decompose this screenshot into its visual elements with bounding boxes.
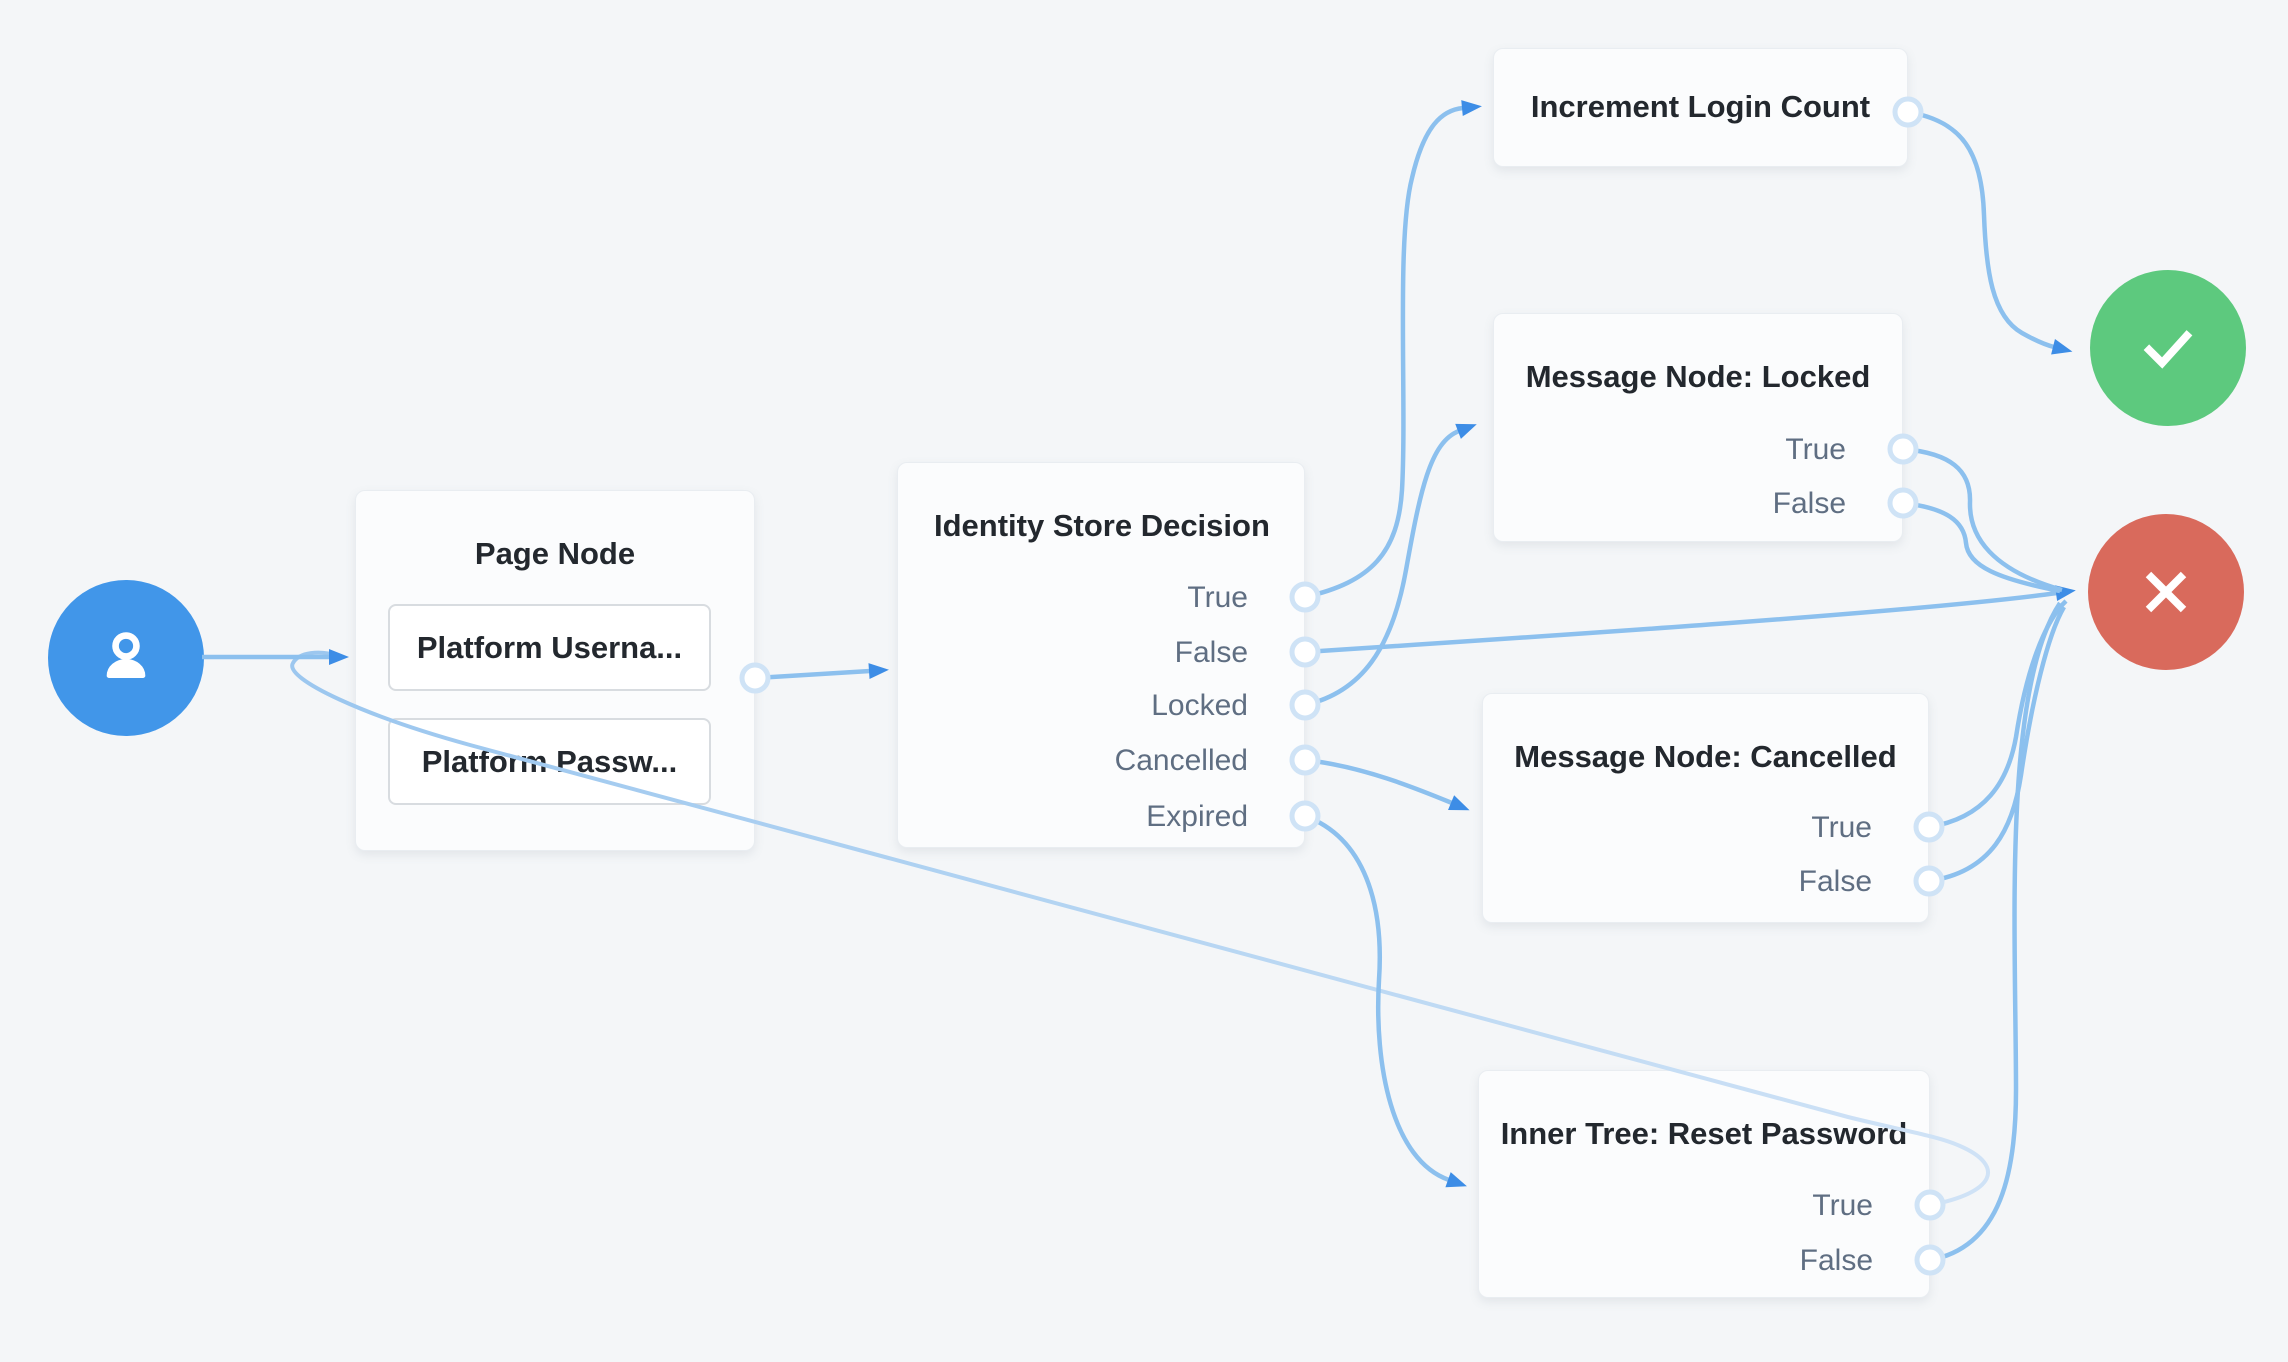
outcome-label-cancelled: Cancelled — [1114, 744, 1248, 777]
success-node[interactable] — [2090, 270, 2246, 426]
edge-locked-true-to-failure — [1902, 446, 2063, 593]
port-locked-false[interactable] — [1887, 487, 1919, 519]
edge-locked-false-to-failure — [1902, 500, 2061, 594]
outcome-label-locked: Locked — [1151, 689, 1248, 722]
port-isd-expired[interactable] — [1289, 800, 1321, 832]
node-title: Identity Store Decision — [934, 508, 1270, 543]
node-increment-login-count[interactable]: Increment Login Count — [1493, 48, 1908, 167]
node-page-child-username[interactable]: Platform Userna... — [388, 604, 711, 691]
child-node-label: Platform Userna... — [416, 629, 683, 665]
node-title: Increment Login Count — [1530, 89, 1871, 125]
node-title: Message Node: Locked — [1525, 359, 1871, 394]
port-locked-true[interactable] — [1887, 433, 1919, 465]
node-identity-store-decision[interactable]: Identity Store Decision True False Locke… — [897, 462, 1305, 848]
outcome-label-false: False — [1798, 865, 1872, 898]
outcome-label-true: True — [1811, 811, 1872, 844]
outcome-label-true: True — [1812, 1189, 1873, 1222]
outcome-label-true: True — [1187, 581, 1248, 614]
outcome-label-false: False — [1174, 636, 1248, 669]
outcome-label-false: False — [1772, 487, 1846, 520]
port-isd-locked[interactable] — [1289, 689, 1321, 721]
edge-cancelled-true-to-failure — [1928, 599, 2068, 830]
port-cancelled-false[interactable] — [1913, 865, 1945, 897]
x-icon — [2129, 555, 2203, 629]
port-innertree-true[interactable] — [1914, 1189, 1946, 1221]
user-icon — [88, 620, 164, 696]
outcome-label-expired: Expired — [1146, 800, 1248, 833]
edge-isd-locked-to-locked — [1304, 423, 1477, 708]
check-icon — [2129, 309, 2207, 387]
edge-isd-expired-to-innertree — [1304, 813, 1467, 1188]
outcome-label-true: True — [1785, 433, 1846, 466]
edge-isd-false-to-failure — [1304, 585, 2076, 655]
outcome-label-false: False — [1799, 1244, 1873, 1277]
edge-cancelled-false-to-failure — [1928, 605, 2066, 884]
port-isd-false[interactable] — [1289, 636, 1321, 668]
port-isd-true[interactable] — [1289, 581, 1321, 613]
node-title: Inner Tree: Reset Password — [1500, 1116, 1908, 1151]
port-increment-out[interactable] — [1892, 96, 1924, 128]
edge-innertree-false-to-failure — [1929, 601, 2062, 1263]
child-node-label: Platform Passw... — [421, 743, 678, 779]
failure-node[interactable] — [2088, 514, 2244, 670]
edge-increment-to-success — [1907, 109, 2073, 355]
edge-isd-true-to-increment — [1304, 100, 1482, 600]
port-cancelled-true[interactable] — [1913, 811, 1945, 843]
node-title: Message Node: Cancelled — [1514, 739, 1897, 774]
edge-page-to-isd — [754, 663, 889, 681]
port-innertree-false[interactable] — [1914, 1244, 1946, 1276]
node-message-cancelled[interactable]: Message Node: Cancelled True False — [1482, 693, 1929, 923]
start-node[interactable] — [48, 580, 204, 736]
node-page[interactable]: Page Node Platform Userna... Platform Pa… — [355, 490, 755, 851]
node-inner-tree-reset-password[interactable]: Inner Tree: Reset Password True False — [1478, 1070, 1930, 1298]
edge-isd-cancelled-to-cancelled — [1304, 757, 1470, 811]
port-isd-cancelled[interactable] — [1289, 744, 1321, 776]
node-page-child-password[interactable]: Platform Passw... — [388, 718, 711, 805]
port-page-out[interactable] — [739, 662, 771, 694]
node-title: Page Node — [474, 536, 636, 571]
node-message-locked[interactable]: Message Node: Locked True False — [1493, 313, 1903, 542]
